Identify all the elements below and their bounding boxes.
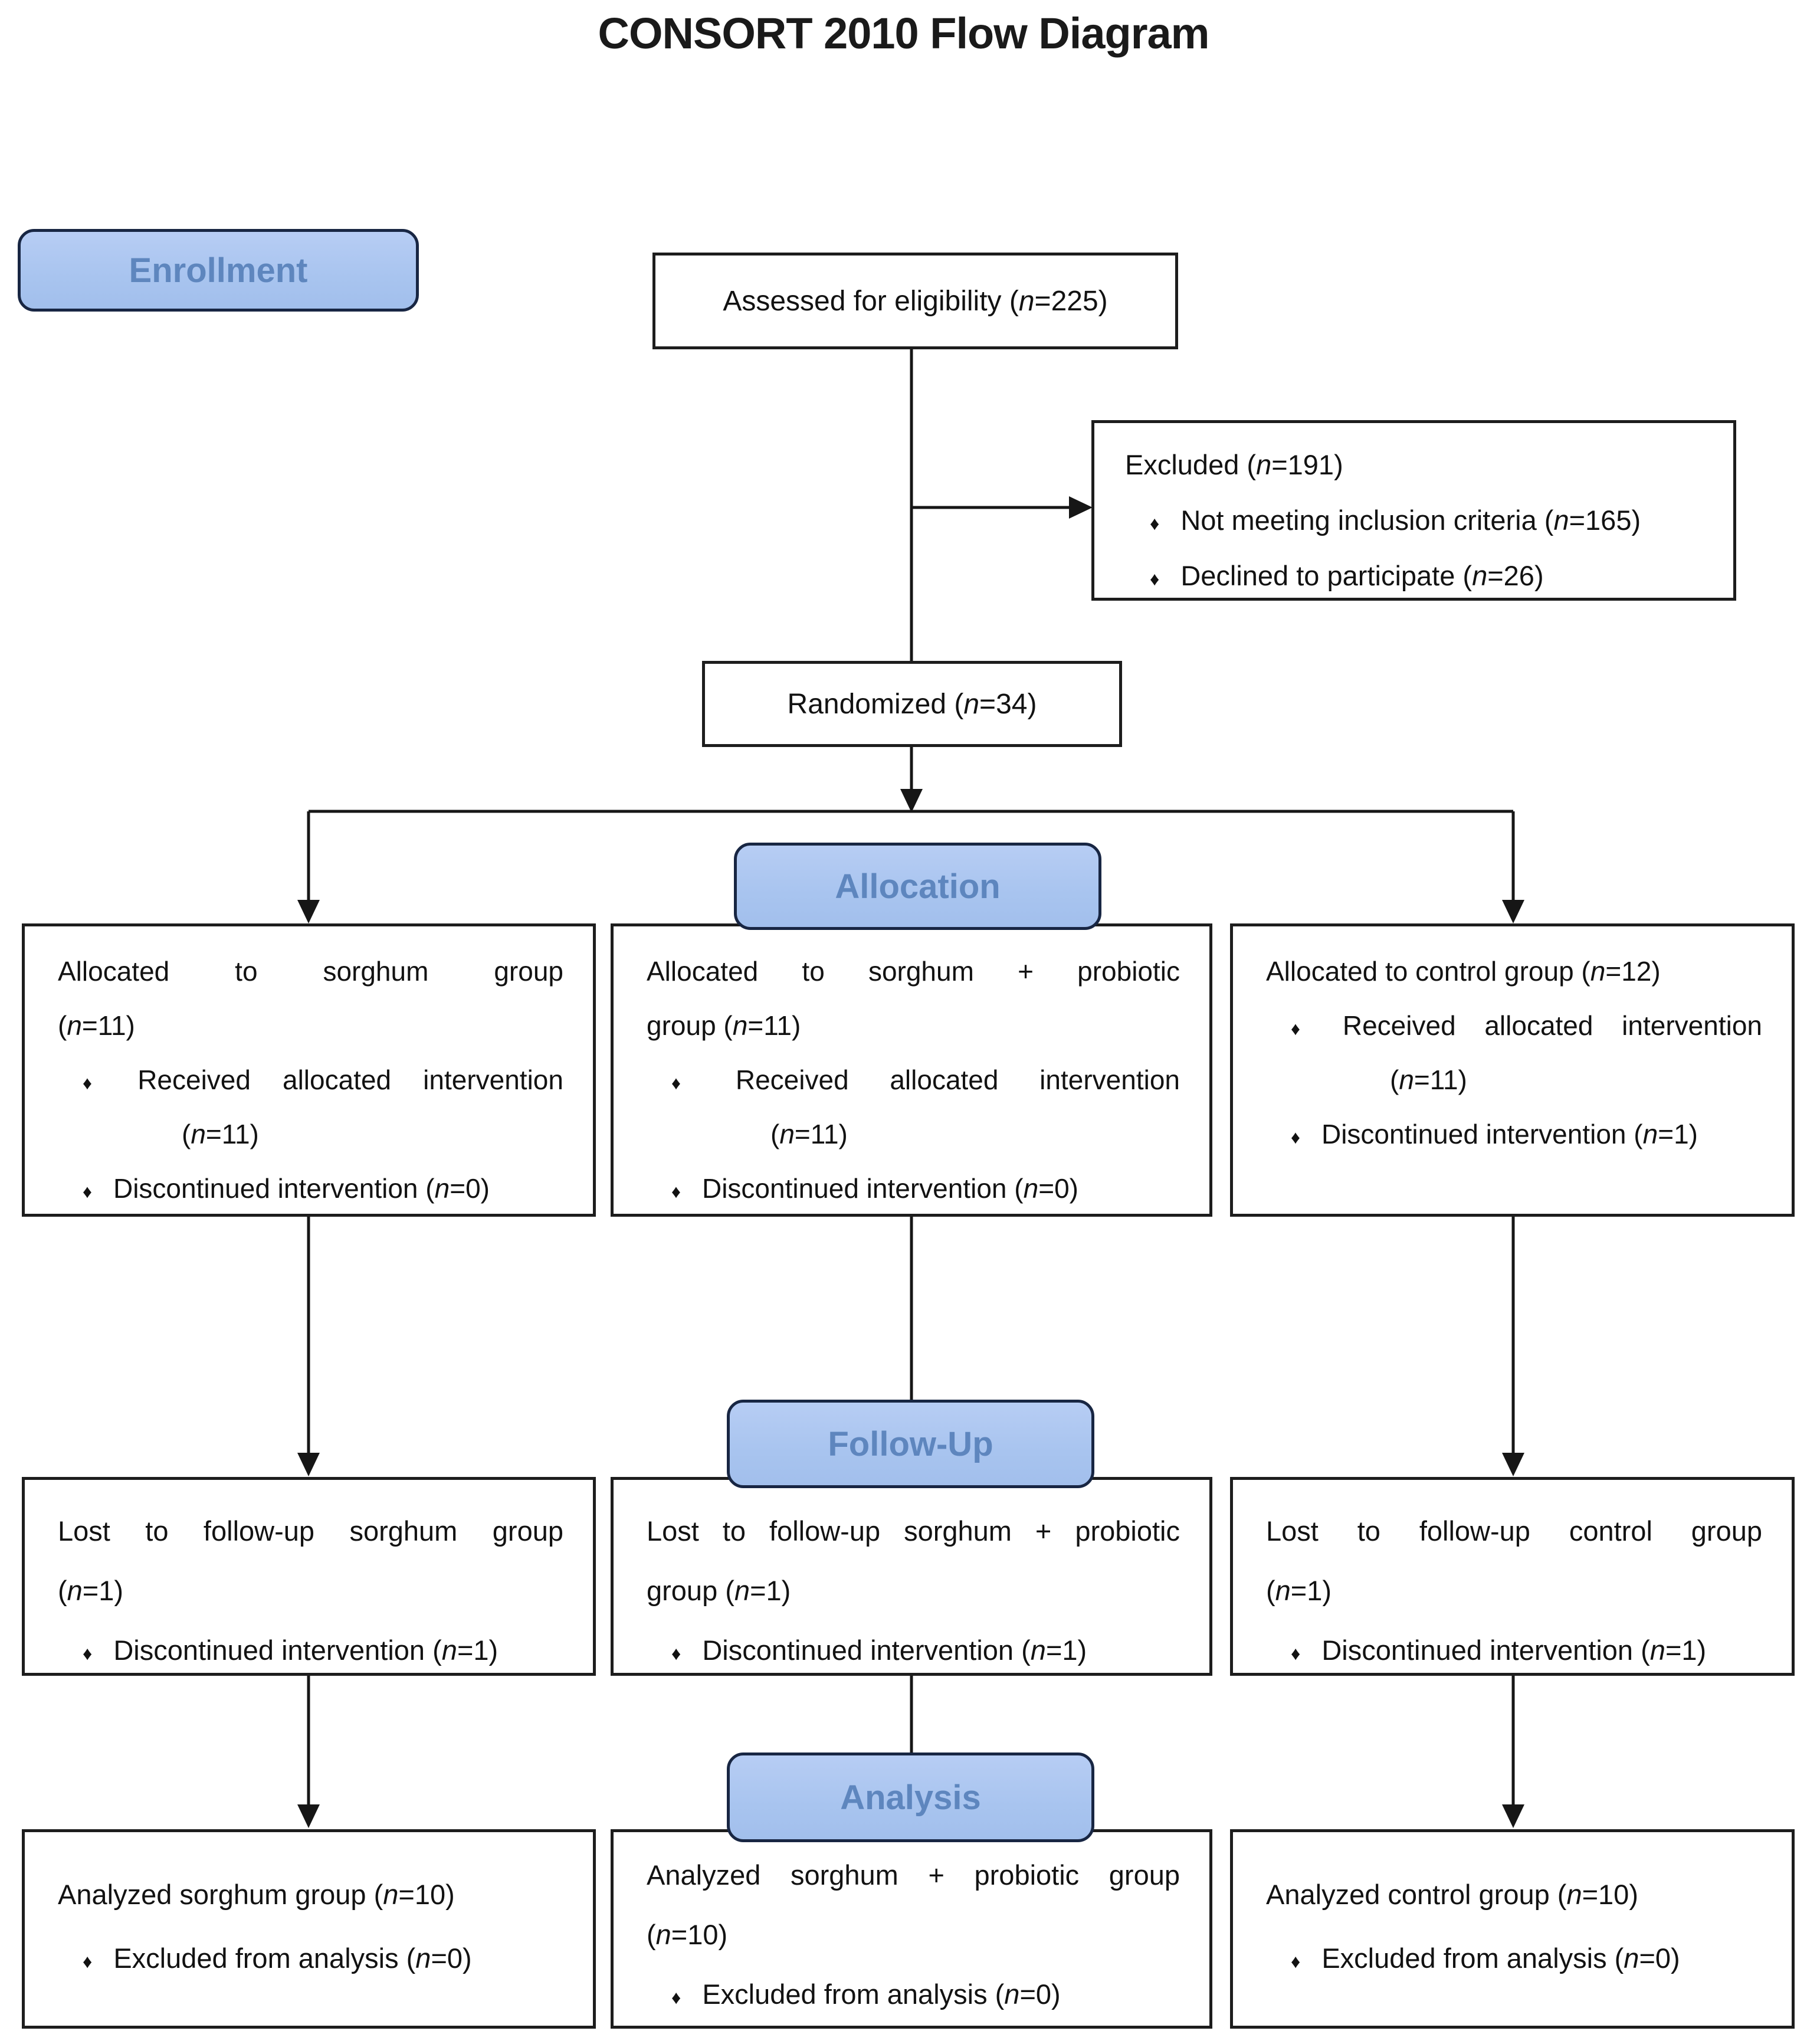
arrow-right-icon bbox=[1069, 496, 1093, 519]
bullet-text: Received allocated intervention bbox=[137, 1064, 563, 1095]
box-title-line: Lost to follow-up control group bbox=[1266, 1515, 1762, 1547]
enrollment-stage-label: Enrollment bbox=[18, 229, 419, 312]
allocation-stage-label: Allocation bbox=[734, 843, 1101, 930]
lost-followup-sorghum-box: Lost to follow-up sorghum group (n=1) ♦ D… bbox=[22, 1477, 596, 1676]
arrow-down-icon bbox=[1502, 900, 1524, 923]
stage-label-text: Enrollment bbox=[129, 251, 308, 290]
bullet-text-continuation: (n=11) bbox=[770, 1119, 848, 1149]
bullet-item: ♦ Not meeting inclusion criteria (n=165) bbox=[1125, 493, 1710, 548]
bullet-text: Discontinued intervention (n=1) bbox=[702, 1634, 1087, 1666]
diamond-bullet-icon: ♦ bbox=[1291, 1951, 1301, 1973]
arrow-down-icon bbox=[1502, 1804, 1524, 1828]
arrow-down-icon bbox=[297, 900, 320, 923]
randomized-box: Randomized (n=34) bbox=[702, 661, 1122, 747]
bullet-item: ♦ Received allocated intervention (n=11) bbox=[58, 1053, 563, 1161]
bullet-item: ♦ Received allocated intervention (n=11) bbox=[1266, 998, 1762, 1107]
bullet-text: Discontinued intervention (n=1) bbox=[113, 1634, 499, 1666]
bullet-text: Discontinued intervention (n=1) bbox=[1321, 1119, 1698, 1149]
diamond-bullet-icon: ♦ bbox=[1150, 568, 1160, 589]
box-title-line: (n=10) bbox=[647, 1919, 728, 1951]
box-title-line: Allocated to sorghum + probiotic bbox=[647, 956, 1180, 987]
analyzed-control-box: Analyzed control group (n=10) ♦ Excluded … bbox=[1230, 1829, 1795, 2029]
box-text: Randomized (n=34) bbox=[787, 688, 1037, 720]
box-title-line: Lost to follow-up sorghum + probiotic bbox=[647, 1515, 1180, 1547]
bullet-text: Received allocated intervention bbox=[1342, 1010, 1762, 1041]
lost-followup-control-box: Lost to follow-up control group (n=1) ♦ D… bbox=[1230, 1477, 1795, 1676]
diamond-bullet-icon: ♦ bbox=[83, 1951, 93, 1973]
allocated-sorghum-box: Allocated to sorghum group (n=11) ♦ Recei… bbox=[22, 923, 596, 1217]
assessed-eligibility-box: Assessed for eligibility (n=225) bbox=[652, 253, 1178, 349]
box-title-line: Lost to follow-up sorghum group bbox=[58, 1515, 563, 1547]
allocated-sorghum-probiotic-box: Allocated to sorghum + probiotic group (… bbox=[611, 923, 1212, 1217]
diamond-bullet-icon: ♦ bbox=[671, 1643, 681, 1665]
bullet-text: Received allocated intervention bbox=[735, 1064, 1180, 1095]
bullet-text: Discontinued intervention (n=0) bbox=[701, 1173, 1078, 1204]
analysis-stage-label: Analysis bbox=[727, 1753, 1094, 1842]
diamond-bullet-icon: ♦ bbox=[83, 1181, 92, 1202]
box-title-line: Analyzed control group (n=10) bbox=[1266, 1879, 1638, 1910]
bullet-item: ♦ Discontinued intervention (n=0) bbox=[58, 1161, 563, 1216]
box-title-line: (n=1) bbox=[1266, 1575, 1332, 1607]
diamond-bullet-icon: ♦ bbox=[671, 1181, 681, 1202]
stage-label-text: Allocation bbox=[835, 867, 1001, 906]
diamond-bullet-icon: ♦ bbox=[1291, 1018, 1321, 1039]
box-title-line: (n=11) bbox=[58, 1010, 135, 1041]
bullet-item: ♦ Excluded from analysis (n=0) bbox=[1266, 1927, 1762, 1990]
arrow-down-icon bbox=[297, 1453, 320, 1476]
box-title-line: group (n=1) bbox=[647, 1575, 791, 1607]
arrow-down-icon bbox=[297, 1804, 320, 1828]
bullet-item: ♦ Received allocated intervention (n=11) bbox=[647, 1053, 1180, 1161]
analyzed-sorghum-probiotic-box: Analyzed sorghum + probiotic group (n=10… bbox=[611, 1829, 1212, 2029]
followup-stage-label: Follow-Up bbox=[727, 1400, 1094, 1488]
bullet-item: ♦ Discontinued intervention (n=1) bbox=[647, 1620, 1180, 1680]
allocated-control-box: Allocated to control group (n=12) ♦ Recei… bbox=[1230, 923, 1795, 1217]
diamond-bullet-icon: ♦ bbox=[671, 1987, 681, 2009]
page-title: CONSORT 2010 Flow Diagram bbox=[598, 9, 1210, 58]
bullet-text: Discontinued intervention (n=0) bbox=[113, 1173, 490, 1204]
bullet-text-continuation: (n=11) bbox=[182, 1119, 259, 1149]
diamond-bullet-icon: ♦ bbox=[1291, 1127, 1300, 1148]
excluded-box: Excluded (n=191) ♦ Not meeting inclusion … bbox=[1091, 420, 1736, 601]
bullet-item: ♦ Discontinued intervention (n=1) bbox=[1266, 1107, 1762, 1161]
box-title: Excluded (n=191) bbox=[1125, 449, 1343, 480]
bullet-item: ♦ Discontinued intervention (n=0) bbox=[647, 1161, 1180, 1216]
bullet-text: Discontinued intervention (n=1) bbox=[1321, 1634, 1707, 1666]
diamond-bullet-icon: ♦ bbox=[83, 1073, 117, 1093]
bullet-text: Excluded from analysis (n=0) bbox=[702, 1979, 1061, 2010]
bullet-item: ♦ Discontinued intervention (n=1) bbox=[1266, 1620, 1762, 1680]
stage-label-text: Follow-Up bbox=[828, 1424, 993, 1463]
bullet-item: ♦ Declined to participate (n=26) bbox=[1125, 548, 1710, 604]
arrow-down-icon bbox=[1502, 1453, 1524, 1476]
box-text: Assessed for eligibility (n=225) bbox=[723, 285, 1108, 317]
box-title-line: Allocated to sorghum group bbox=[58, 956, 563, 987]
box-title-line: Analyzed sorghum + probiotic group bbox=[647, 1859, 1180, 1891]
box-title-line: Analyzed sorghum group (n=10) bbox=[58, 1879, 455, 1910]
box-title-line: group (n=11) bbox=[647, 1010, 801, 1041]
diamond-bullet-icon: ♦ bbox=[671, 1073, 714, 1093]
bullet-item: ♦ Excluded from analysis (n=0) bbox=[647, 1964, 1180, 2024]
bullet-text: Not meeting inclusion criteria (n=165) bbox=[1180, 505, 1641, 536]
lost-followup-sorghum-probiotic-box: Lost to follow-up sorghum + probiotic gr… bbox=[611, 1477, 1212, 1676]
diamond-bullet-icon: ♦ bbox=[1291, 1643, 1301, 1665]
bullet-text: Declined to participate (n=26) bbox=[1180, 560, 1544, 591]
bullet-text: Excluded from analysis (n=0) bbox=[113, 1943, 472, 1974]
box-title-line: Allocated to control group (n=12) bbox=[1266, 956, 1661, 987]
bullet-text: Excluded from analysis (n=0) bbox=[1321, 1943, 1680, 1974]
diamond-bullet-icon: ♦ bbox=[83, 1643, 93, 1665]
stage-label-text: Analysis bbox=[840, 1778, 981, 1817]
diamond-bullet-icon: ♦ bbox=[1150, 513, 1160, 534]
bullet-text-continuation: (n=11) bbox=[1390, 1064, 1467, 1095]
analyzed-sorghum-box: Analyzed sorghum group (n=10) ♦ Excluded … bbox=[22, 1829, 596, 2029]
arrow-down-icon bbox=[900, 789, 923, 813]
box-title-line: (n=1) bbox=[58, 1575, 124, 1607]
bullet-item: ♦ Discontinued intervention (n=1) bbox=[58, 1620, 563, 1680]
bullet-item: ♦ Excluded from analysis (n=0) bbox=[58, 1927, 563, 1990]
